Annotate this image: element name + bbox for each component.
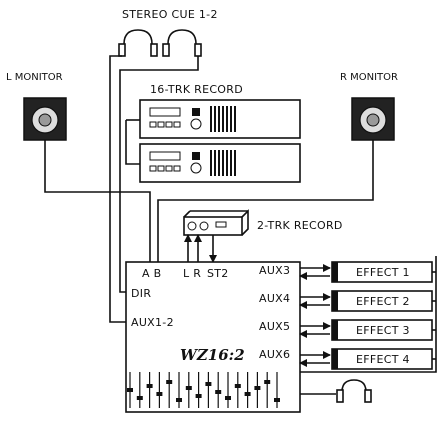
headphones-icon [118, 29, 158, 57]
cue-wire-1 [109, 55, 126, 323]
mixer-brand: WZ16:2 [180, 346, 245, 364]
fader-knob [254, 386, 261, 390]
fader-knob [185, 386, 192, 390]
port-aux12-label: AUX1-2 [131, 316, 174, 329]
effect-label: EFFECT 1 [356, 266, 410, 279]
mixer-body [125, 261, 301, 413]
fader-knob [136, 396, 143, 400]
16-trk-record-label: 16-TRK RECORD [150, 83, 243, 96]
fader-knob [195, 394, 202, 398]
fader-knob [205, 382, 212, 386]
effect-label: EFFECT 3 [356, 324, 410, 337]
fader-knob [234, 384, 241, 388]
effect-label: EFFECT 4 [356, 353, 410, 366]
effect-bus [300, 256, 437, 373]
fader-knob [244, 392, 251, 396]
fader-knob [264, 380, 271, 384]
recorder-icon [139, 99, 301, 139]
fader-knob [215, 390, 222, 394]
cue-wire-2 [119, 56, 199, 293]
fader-knob [127, 388, 133, 392]
fader-knob [274, 398, 280, 402]
fader-strip [127, 372, 280, 408]
port-dir-label: DIR [131, 287, 151, 300]
speaker-icon [351, 97, 395, 141]
effect-unit: EFFECT 1 [331, 261, 433, 283]
port-ab-label: A B [142, 267, 161, 280]
port-lr-label: L R [183, 267, 201, 280]
headphones-icon [336, 379, 372, 403]
effect-unit: EFFECT 3 [331, 319, 433, 341]
port-aux6-label: AUX6 [259, 348, 290, 361]
fader-knob [176, 398, 182, 402]
effect-label: EFFECT 2 [356, 295, 410, 308]
r-monitor-wire [157, 140, 374, 262]
fader-knob [156, 392, 163, 396]
r-monitor-label: R MONITOR [340, 72, 398, 83]
fader-knob [146, 384, 153, 388]
recorder-icon [139, 143, 301, 183]
l-monitor-label: L MONITOR [6, 72, 63, 83]
effect-unit: EFFECT 2 [331, 290, 433, 312]
port-aux3-label: AUX3 [259, 264, 290, 277]
stereo-cue-label: STEREO CUE 1-2 [122, 8, 218, 21]
speaker-icon [23, 97, 67, 141]
l-monitor-wire [44, 140, 151, 262]
trk16-wire-2 [125, 120, 140, 165]
port-st2-label: ST2 [207, 267, 229, 280]
effect-unit: EFFECT 4 [331, 348, 433, 370]
fader-knob [225, 396, 231, 400]
port-aux5-label: AUX5 [259, 320, 290, 333]
tape-deck-icon [183, 209, 249, 236]
port-aux4-label: AUX4 [259, 292, 290, 305]
headphones-icon [162, 29, 202, 57]
fader-knob [166, 380, 173, 384]
2-trk-record-label: 2-TRK RECORD [257, 219, 343, 232]
